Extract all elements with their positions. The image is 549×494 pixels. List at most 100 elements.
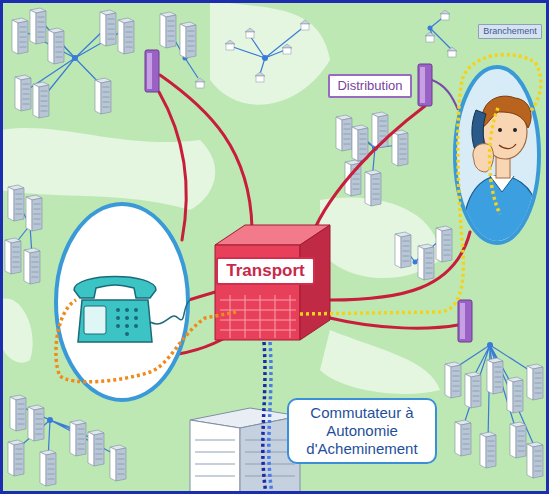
building <box>26 195 42 231</box>
house <box>195 78 205 88</box>
building <box>110 445 126 481</box>
building <box>465 372 481 408</box>
telephone-icon <box>78 300 152 342</box>
building <box>95 78 111 114</box>
node-text: Branchement <box>483 26 537 37</box>
exchange-building <box>195 440 295 476</box>
distribution-label: Distribution <box>328 74 412 98</box>
building <box>392 130 408 166</box>
house <box>225 40 235 50</box>
building <box>70 420 86 456</box>
building <box>5 238 21 274</box>
caller-figure <box>498 128 502 132</box>
building <box>445 362 461 398</box>
building <box>28 405 44 441</box>
distribution-hub <box>413 260 418 265</box>
call-path <box>490 108 500 214</box>
node-text: Commutateur à Autonomie d'Acheminement <box>297 404 427 458</box>
telephone-icon <box>134 324 138 328</box>
street-cabinet <box>145 50 472 376</box>
telephone-icon <box>125 308 129 312</box>
building <box>455 420 471 456</box>
exchange-building <box>190 420 240 494</box>
building <box>395 232 411 268</box>
telephone-icon <box>134 308 138 312</box>
call-path <box>263 342 266 494</box>
building <box>10 395 26 431</box>
telephone-icon <box>134 316 138 320</box>
building <box>436 226 452 262</box>
telephone-icon <box>116 316 120 320</box>
transport-cable <box>188 292 215 300</box>
telephone-icon <box>84 306 106 334</box>
distribution-link <box>432 80 458 110</box>
building <box>336 115 352 151</box>
telephone-icon <box>74 277 156 299</box>
building <box>352 125 368 161</box>
building <box>88 430 104 466</box>
call-path <box>300 55 541 314</box>
telephone-icon <box>125 332 129 336</box>
light-patch <box>210 0 330 105</box>
distribution-hub <box>262 55 268 61</box>
transport-cable <box>159 92 186 240</box>
building <box>8 185 24 221</box>
exchange-building <box>190 408 300 494</box>
building <box>15 75 31 111</box>
telephone-icon <box>116 308 120 312</box>
telephone-icon <box>74 277 190 343</box>
telephone-icon <box>116 324 120 328</box>
transport-cable <box>312 106 425 235</box>
telephone-icon <box>150 300 190 324</box>
distribution-wires <box>230 26 305 74</box>
building <box>8 440 24 476</box>
telephone-icon <box>125 324 129 328</box>
house <box>300 20 310 30</box>
telephone-icon <box>116 308 138 336</box>
building <box>24 248 40 284</box>
light-patch <box>320 330 440 394</box>
building <box>487 358 503 394</box>
distribution-hub <box>72 55 78 61</box>
switch-label: Commutateur à Autonomie d'Acheminement <box>287 398 437 464</box>
building <box>507 377 523 413</box>
building <box>12 18 28 54</box>
building <box>480 432 496 468</box>
building <box>527 442 543 478</box>
transport-building <box>220 295 296 338</box>
call-path <box>56 300 236 382</box>
building <box>180 22 196 58</box>
distribution-link <box>432 80 458 110</box>
call-path <box>269 342 272 494</box>
street-cabinet <box>145 50 159 92</box>
node-text: Distribution <box>337 78 403 94</box>
node-text: Transport <box>226 261 305 281</box>
street-cabinet <box>458 300 472 342</box>
distribution-hub <box>428 26 433 31</box>
caller-figure <box>462 175 545 245</box>
building <box>510 422 526 458</box>
transport-building <box>215 225 330 340</box>
house <box>447 47 457 57</box>
caller-figure <box>462 96 545 245</box>
building <box>118 18 134 54</box>
connection-label: Branchement <box>478 24 542 39</box>
telephone-icon <box>125 316 129 320</box>
caller-figure <box>499 144 516 149</box>
building <box>527 364 543 400</box>
light-patch <box>0 298 33 362</box>
house <box>245 28 255 38</box>
transport-label: Transport <box>216 257 315 285</box>
building <box>5 8 543 486</box>
house <box>255 72 265 82</box>
transport-cable <box>330 318 458 328</box>
building <box>30 8 46 44</box>
distribution-hub <box>47 417 53 423</box>
house <box>440 10 450 20</box>
house <box>282 44 292 54</box>
